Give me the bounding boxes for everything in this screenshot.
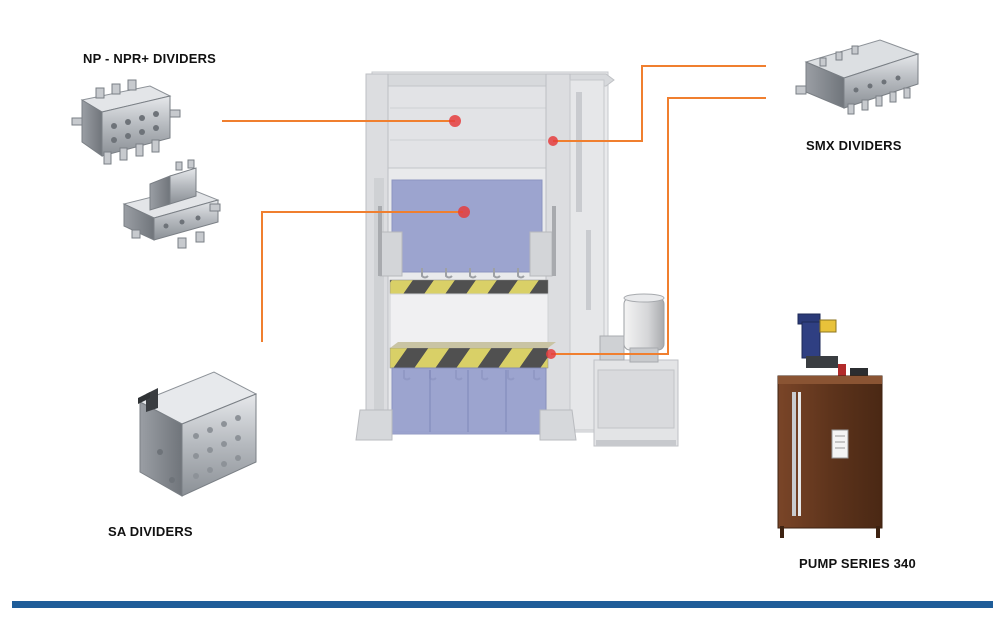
lube-point-marker — [548, 136, 558, 146]
smx-divider-block-icon — [795, 39, 920, 115]
press-machine-icon — [355, 71, 679, 447]
pump-series-label: PUMP SERIES 340 — [799, 556, 916, 571]
pump-unit-icon — [777, 313, 883, 538]
lube-point-marker — [458, 206, 470, 218]
sa-dividers-label: SA DIVIDERS — [108, 524, 193, 539]
np-divider-block-icon — [71, 79, 181, 165]
lubrication-points — [449, 115, 558, 359]
connector-smx-line-2 — [551, 97, 766, 355]
np-npr-dividers-label: NP - NPR+ DIVIDERS — [83, 51, 217, 66]
connector-npr-line — [261, 211, 463, 342]
footer-bar — [12, 601, 993, 608]
sa-divider-block-icon — [138, 371, 258, 497]
lube-point-marker — [449, 115, 461, 127]
smx-dividers-label: SMX DIVIDERS — [806, 138, 902, 153]
npr-divider-block-icon — [122, 159, 221, 249]
connector-smx-line-1 — [553, 65, 766, 142]
connector-lines — [222, 65, 766, 355]
lube-point-marker — [546, 349, 556, 359]
